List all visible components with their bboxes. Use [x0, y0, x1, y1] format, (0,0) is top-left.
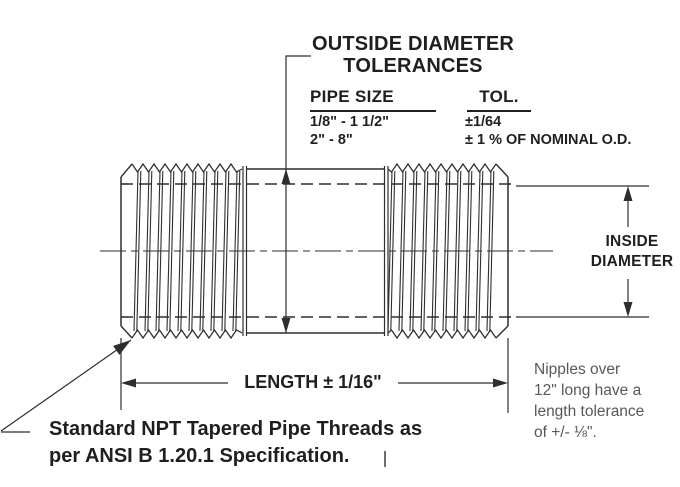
thread-flank-line [390, 170, 396, 332]
thread-flank-line [177, 170, 183, 332]
od-arrow-up [281, 169, 291, 184]
thread-flank-line [489, 170, 495, 332]
thread-flank-line [191, 170, 197, 332]
thread-flank-line [158, 170, 164, 332]
npt-leader-arrow [113, 340, 131, 355]
thread-flank-line [235, 170, 241, 332]
thread-flank-line [169, 170, 175, 332]
outside-diameter-tolerances-title: OUTSIDE DIAMETER TOLERANCES [310, 33, 516, 77]
left-thread-crest-bottom [131, 328, 243, 340]
thread-flank-line [155, 170, 161, 332]
length-tolerance-side-note: Nipples over 12" long have a length tole… [534, 359, 644, 443]
title-line1: OUTSIDE DIAMETER [311, 33, 515, 55]
thread-flank-line [387, 170, 393, 332]
right-thread-crest-top [387, 162, 497, 174]
pipe-left-chamfer-top [120, 163, 133, 178]
table-row-2-tol: ± 1 % OF NOMINAL O.D. [465, 132, 632, 148]
thread-flank-line [445, 170, 451, 332]
thread-flank-line [232, 170, 238, 332]
thread-flank-line [199, 170, 205, 332]
thread-flank-line [431, 170, 437, 332]
length-dimension-label: LENGTH ± 1/16" [244, 372, 382, 392]
thread-flank-line [147, 170, 153, 332]
side-note-line1: Nipples over [534, 361, 621, 378]
side-note-line4: of +/- ⅛". [534, 424, 597, 441]
pipe-right-chamfer-bottom [495, 325, 509, 339]
side-note-line3: length tolerance [534, 403, 645, 420]
thread-flank-line [224, 170, 230, 332]
npt-leader-line [0, 339, 132, 432]
inside-diameter-label: INSIDE DIAMETER [584, 232, 680, 272]
thread-flank-line [401, 170, 407, 332]
thread-flank-line [464, 170, 470, 332]
thread-flank-line [180, 170, 186, 332]
npt-thread-spec-line1: Standard NPT Tapered Pipe Threads as [49, 418, 423, 440]
thread-flank-line [409, 170, 415, 332]
thread-flank-line [136, 170, 142, 332]
thread-flank-line [398, 170, 404, 332]
inside-diameter-line2: DIAMETER [590, 253, 674, 270]
pipe-left-chamfer-bottom [120, 325, 133, 339]
thread-flank-line [144, 170, 150, 332]
thread-flank-line [442, 170, 448, 332]
thread-flank-line [166, 170, 172, 332]
title-line2: TOLERANCES [343, 55, 483, 77]
npt-thread-spec-note: Standard NPT Tapered Pipe Threads as per… [49, 416, 422, 470]
thread-flank-line [133, 170, 139, 332]
id-arrow-up [623, 186, 633, 201]
thread-flank-line [453, 170, 459, 332]
outside-diameter-leader-line [285, 55, 311, 333]
thread-flank-line [188, 170, 194, 332]
left-thread-crest-top [131, 162, 243, 174]
thread-flank-line [434, 170, 440, 332]
length-arrow-right [493, 378, 508, 388]
right-thread-crest-bottom [387, 328, 497, 340]
thread-flank-line [213, 170, 219, 332]
thread-flank-line [412, 170, 418, 332]
thread-flank-line [423, 170, 429, 332]
npt-thread-spec-line2: per ANSI B 1.20.1 Specification. [49, 445, 350, 467]
length-arrow-left [121, 378, 136, 388]
thread-flank-line [475, 170, 481, 332]
side-note-line2: 12" long have a [534, 382, 642, 399]
thread-flank-line [486, 170, 492, 332]
thread-flank-line [456, 170, 462, 332]
table-row-2-pipe-size: 2" - 8" [310, 132, 353, 148]
tol-column-header: TOL. [467, 87, 531, 112]
thread-flank-line [202, 170, 208, 332]
table-row-1-pipe-size: 1/8" - 1 1/2" [310, 114, 390, 130]
table-row-1-tol: ±1/64 [465, 114, 502, 130]
od-arrow-down [281, 318, 291, 333]
pipe-right-chamfer-top [495, 163, 509, 178]
thread-flank-line [420, 170, 426, 332]
pipe-size-column-header: PIPE SIZE [310, 87, 436, 112]
thread-flank-line [478, 170, 484, 332]
thread-flank-line [210, 170, 216, 332]
id-arrow-down [623, 302, 633, 317]
thread-flank-line [221, 170, 227, 332]
thread-flank-line [467, 170, 473, 332]
inside-diameter-line1: INSIDE [605, 233, 659, 250]
